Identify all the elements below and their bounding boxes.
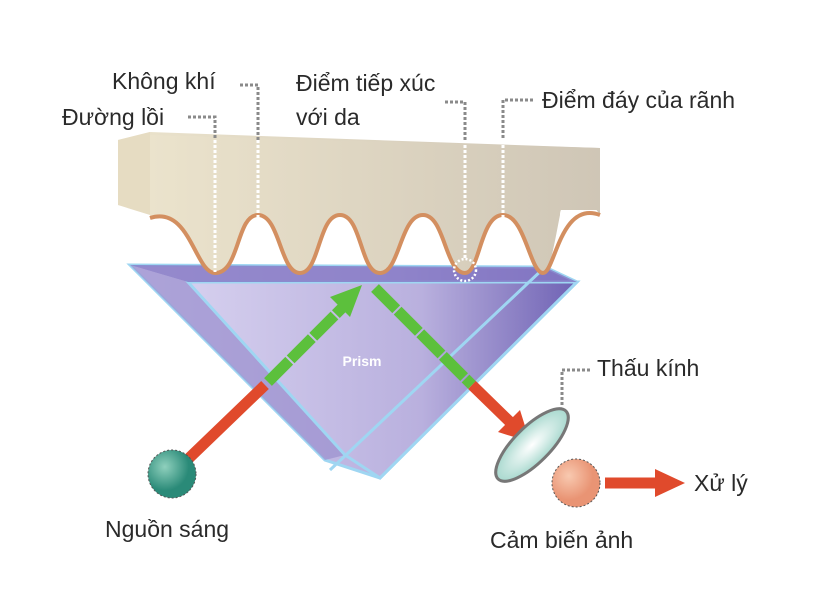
label-process: Xử lý: [694, 470, 748, 496]
label-valley: Điểm đáy của rãnh: [542, 87, 736, 113]
prism: [126, 263, 581, 480]
finger-skin: [118, 132, 601, 276]
label-contact-2: với da: [296, 104, 360, 130]
label-lens: Thấu kính: [597, 355, 700, 381]
label-sensor: Cảm biến ảnh: [490, 527, 634, 553]
image-sensor: [551, 458, 601, 508]
label-ridge: Đường lồi: [62, 104, 165, 130]
light-source: [147, 449, 197, 499]
label-contact: Điểm tiếp xúc: [296, 70, 436, 96]
label-source: Nguồn sáng: [105, 516, 230, 542]
label-air: Không khí: [112, 68, 216, 94]
lens: [494, 407, 570, 483]
leader-lines: [188, 83, 590, 405]
light-rays: [181, 284, 685, 497]
prism-label: Prism: [343, 353, 382, 369]
